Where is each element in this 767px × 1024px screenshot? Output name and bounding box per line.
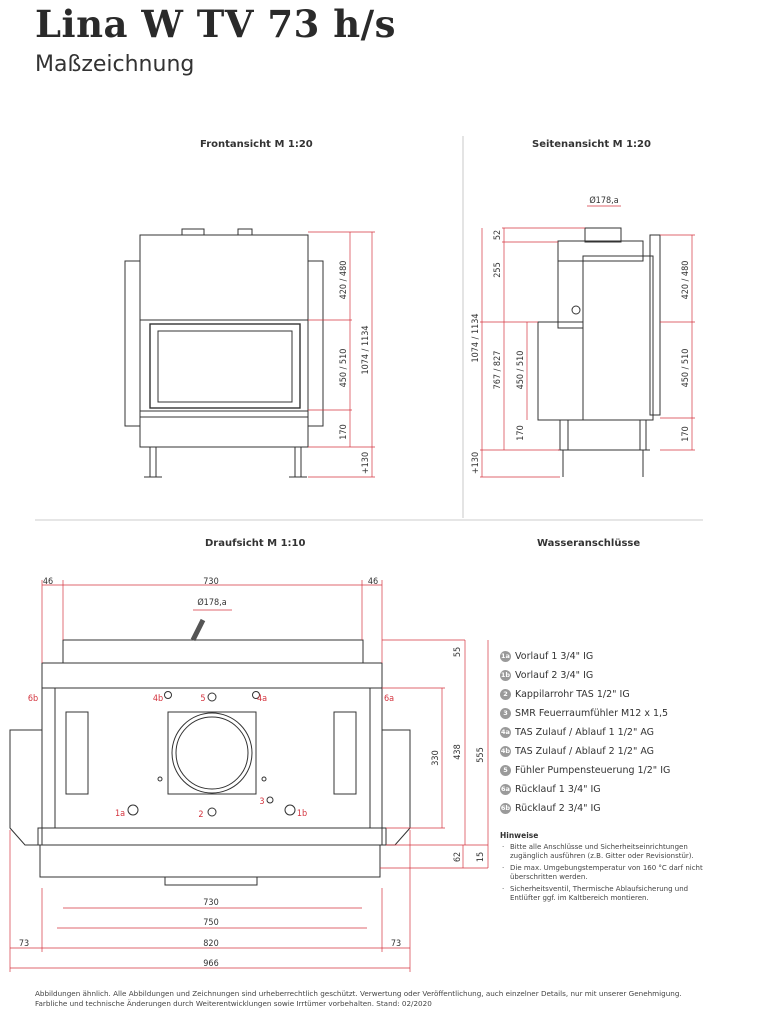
- legend-item: 1b Vorlauf 2 3/4" IG: [500, 666, 730, 685]
- top-view-drawing: [9, 618, 411, 886]
- port-label-6a: 6a: [384, 694, 394, 704]
- legend-badge: 5: [500, 765, 511, 776]
- bottom-dim-730: 730: [203, 898, 218, 908]
- bottom-dim-966: 966: [203, 959, 218, 969]
- legend-text: TAS Zulauf / Ablauf 2 1/2" AG: [515, 746, 655, 757]
- page-subtitle: Maßzeichnung: [35, 52, 195, 77]
- side-dim-1074: 1074 / 1134: [471, 313, 481, 362]
- top-dim-555: 555: [476, 747, 486, 762]
- port-label-1a: 1a: [115, 809, 125, 819]
- legend-item: 4b TAS Zulauf / Ablauf 2 1/2" AG: [500, 742, 730, 761]
- footer-line-1: Abbildungen ähnlich. Alle Abbildungen un…: [35, 989, 682, 998]
- water-connections-title: Wasseranschlüsse: [537, 538, 641, 549]
- legend-item: 5 Fühler Pumpensteuerung 1/2" IG: [500, 761, 730, 780]
- legend-badge: 6b: [500, 803, 511, 814]
- legend-text: Kappilarrohr TAS 1/2" IG: [515, 689, 630, 700]
- top-dim-15: 15: [476, 852, 486, 862]
- port-label-6b: 6b: [28, 694, 38, 704]
- front-dim-450: 450 / 510: [339, 349, 349, 388]
- side-dim-flue: Ø178,a: [589, 195, 618, 206]
- legend-badge: 1a: [500, 651, 511, 662]
- legend-badge: 4a: [500, 727, 511, 738]
- note-item: Sicherheitsventil, Thermische Ablaufsich…: [502, 885, 715, 903]
- side-dim-450: 450 / 510: [516, 351, 526, 390]
- note-item: Die max. Umgebungstemperatur von 160 °C …: [502, 864, 715, 882]
- front-view-drawing: [124, 228, 324, 478]
- top-dim-flue: Ø178,a: [197, 597, 226, 608]
- side-dim-r420: 420 / 480: [681, 261, 691, 300]
- legend-text: Vorlauf 1 3/4" IG: [515, 651, 594, 662]
- front-dimensions: [308, 231, 375, 478]
- page-title: Lina W TV 73 h/s: [35, 2, 396, 46]
- side-view-drawing: [537, 227, 661, 477]
- legend-item: 4a TAS Zulauf / Ablauf 1 1/2" AG: [500, 723, 730, 742]
- top-dim-730: 730: [203, 577, 218, 587]
- notes-list: Bitte alle Anschlüsse und Sicherheitsein…: [500, 843, 715, 903]
- top-dim-62: 62: [453, 852, 463, 862]
- front-dim-420: 420 / 480: [339, 261, 349, 300]
- top-dim-55: 55: [453, 647, 463, 657]
- legend-badge: 3: [500, 708, 511, 719]
- side-dim-130: +130: [471, 452, 481, 474]
- bottom-dim-820: 820: [203, 939, 218, 949]
- legend-item: 3 SMR Feuerraumfühler M12 x 1,5: [500, 704, 730, 723]
- legend-item: 2 Kappilarrohr TAS 1/2" IG: [500, 685, 730, 704]
- bottom-dim-73-left: 73: [19, 939, 29, 949]
- side-dim-r170: 170: [681, 426, 691, 441]
- footer-line-2: Farbliche und technische Änderungen durc…: [35, 999, 432, 1008]
- notes-section: Hinweise Bitte alle Anschlüsse und Siche…: [500, 831, 715, 906]
- footer-disclaimer: Abbildungen ähnlich. Alle Abbildungen un…: [35, 989, 735, 1009]
- legend-text: TAS Zulauf / Ablauf 1 1/2" AG: [515, 727, 655, 738]
- front-dim-130: +130: [361, 452, 371, 474]
- side-view-title: Seitenansicht M 1:20: [532, 139, 651, 150]
- top-dimensions: [9, 580, 489, 972]
- port-label-4b: 4b: [153, 694, 163, 704]
- side-dim-255: 255: [493, 262, 503, 277]
- front-view-title: Frontansicht M 1:20: [200, 139, 313, 150]
- legend-item: 6a Rücklauf 1 3/4" IG: [500, 780, 730, 799]
- legend-badge: 1b: [500, 670, 511, 681]
- top-dim-46-left: 46: [43, 577, 53, 587]
- top-dim-438: 438: [453, 744, 463, 759]
- side-dimensions: [480, 205, 695, 478]
- legend-badge: 4b: [500, 746, 511, 757]
- legend-text: Rücklauf 2 3/4" IG: [515, 803, 601, 814]
- side-dim-52: 52: [493, 230, 503, 240]
- legend-text: Vorlauf 2 3/4" IG: [515, 670, 594, 681]
- legend-item: 1a Vorlauf 1 3/4" IG: [500, 647, 730, 666]
- legend-item: 6b Rücklauf 2 3/4" IG: [500, 799, 730, 818]
- port-label-1b: 1b: [297, 809, 307, 819]
- front-dim-1074: 1074 / 1134: [361, 325, 371, 374]
- bottom-dim-73-right: 73: [391, 939, 401, 949]
- side-dim-170: 170: [516, 425, 526, 440]
- notes-heading: Hinweise: [500, 831, 539, 840]
- legend-text: SMR Feuerraumfühler M12 x 1,5: [515, 708, 669, 719]
- top-dim-330: 330: [431, 750, 441, 765]
- port-label-3: 3: [259, 797, 264, 807]
- note-item: Bitte alle Anschlüsse und Sicherheitsein…: [502, 843, 715, 861]
- side-dim-767: 767 / 827: [493, 351, 503, 390]
- port-label-2: 2: [198, 810, 203, 820]
- port-label-4a: 4a: [257, 694, 267, 704]
- front-dim-170: 170: [339, 424, 349, 439]
- bottom-dim-750: 750: [203, 918, 218, 928]
- legend-text: Fühler Pumpensteuerung 1/2" IG: [515, 765, 671, 776]
- top-dim-46-right: 46: [368, 577, 378, 587]
- top-view-title: Draufsicht M 1:10: [205, 538, 306, 549]
- legend-badge: 2: [500, 689, 511, 700]
- side-dim-r450: 450 / 510: [681, 349, 691, 388]
- port-label-5: 5: [200, 694, 205, 704]
- legend-badge: 6a: [500, 784, 511, 795]
- legend-text: Rücklauf 1 3/4" IG: [515, 784, 601, 795]
